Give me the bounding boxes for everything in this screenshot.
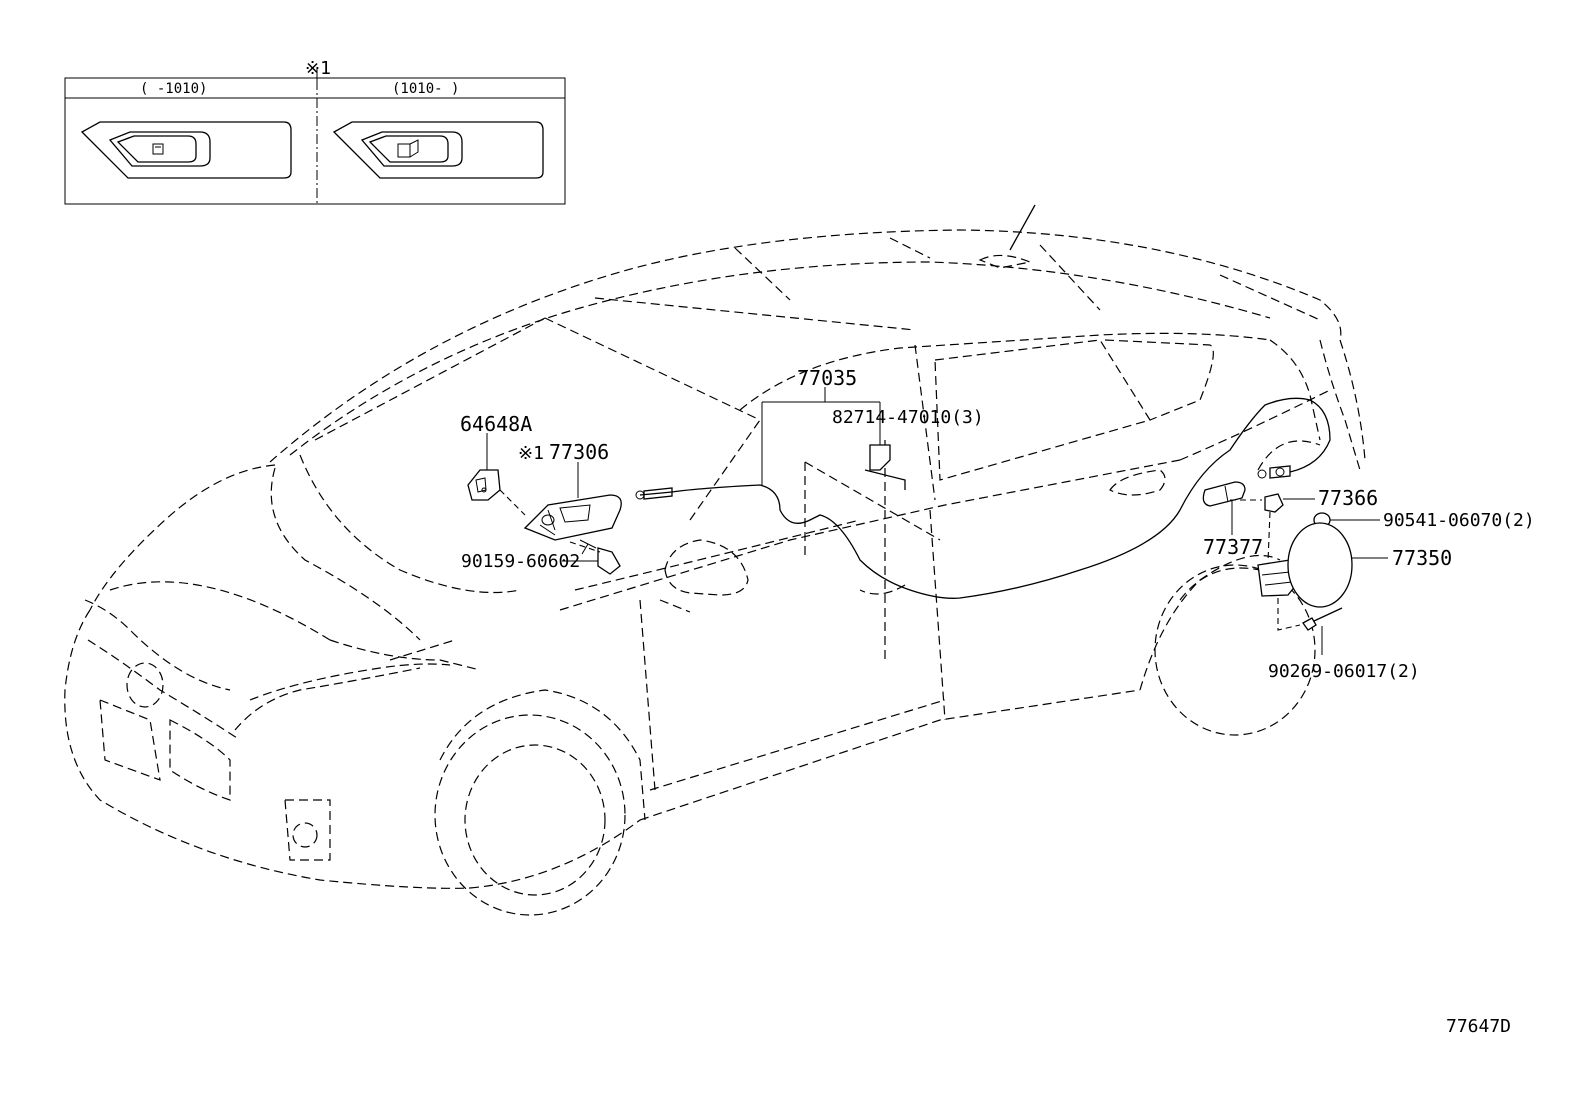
fuel-lid-opener-cable bbox=[635, 397, 1331, 599]
inset-variants: ※1 ( -1010) (1010- ) bbox=[64, 58, 566, 205]
screw-90269 bbox=[1302, 607, 1343, 631]
label-77377: 77377 bbox=[1203, 535, 1263, 559]
callout-labels: 77035 82714-47010(3) 64648A ※1 77306 901… bbox=[460, 366, 1535, 1037]
screw-90159 bbox=[579, 539, 621, 575]
fuel-door-icon bbox=[397, 143, 411, 158]
cable-clamp bbox=[864, 440, 906, 490]
label-82714-47010: 82714-47010(3) bbox=[832, 407, 984, 428]
label-90541-06070: 90541-06070(2) bbox=[1383, 510, 1535, 531]
label-77035: 77035 bbox=[797, 366, 857, 390]
inset-note-mark: ※1 bbox=[305, 58, 331, 79]
fuel-lid-opener-switch bbox=[523, 494, 622, 541]
label-77306-note-mark: ※1 bbox=[518, 443, 544, 464]
inset-right-range: (1010- ) bbox=[392, 81, 459, 97]
inset-switch-late bbox=[332, 121, 544, 179]
figure-code: 77647D bbox=[1446, 1016, 1511, 1037]
fuel-lid-77350 bbox=[1287, 522, 1353, 608]
switch-bracket bbox=[467, 469, 501, 501]
label-90159-60602: 90159-60602 bbox=[461, 551, 580, 572]
label-90269-06017: 90269-06017(2) bbox=[1268, 661, 1420, 682]
leader-lines bbox=[486, 387, 1388, 655]
label-77306: 77306 bbox=[549, 440, 609, 464]
inset-switch-early bbox=[80, 121, 292, 179]
cable-end-77366 bbox=[1264, 493, 1284, 513]
vehicle-outline bbox=[64, 204, 1366, 916]
fuel-icon bbox=[152, 143, 164, 155]
inset-left-range: ( -1010) bbox=[140, 81, 207, 97]
lid-lock-77377 bbox=[1202, 481, 1246, 507]
label-77350: 77350 bbox=[1392, 546, 1452, 570]
label-64648a: 64648A bbox=[460, 412, 532, 436]
label-77366: 77366 bbox=[1318, 486, 1378, 510]
